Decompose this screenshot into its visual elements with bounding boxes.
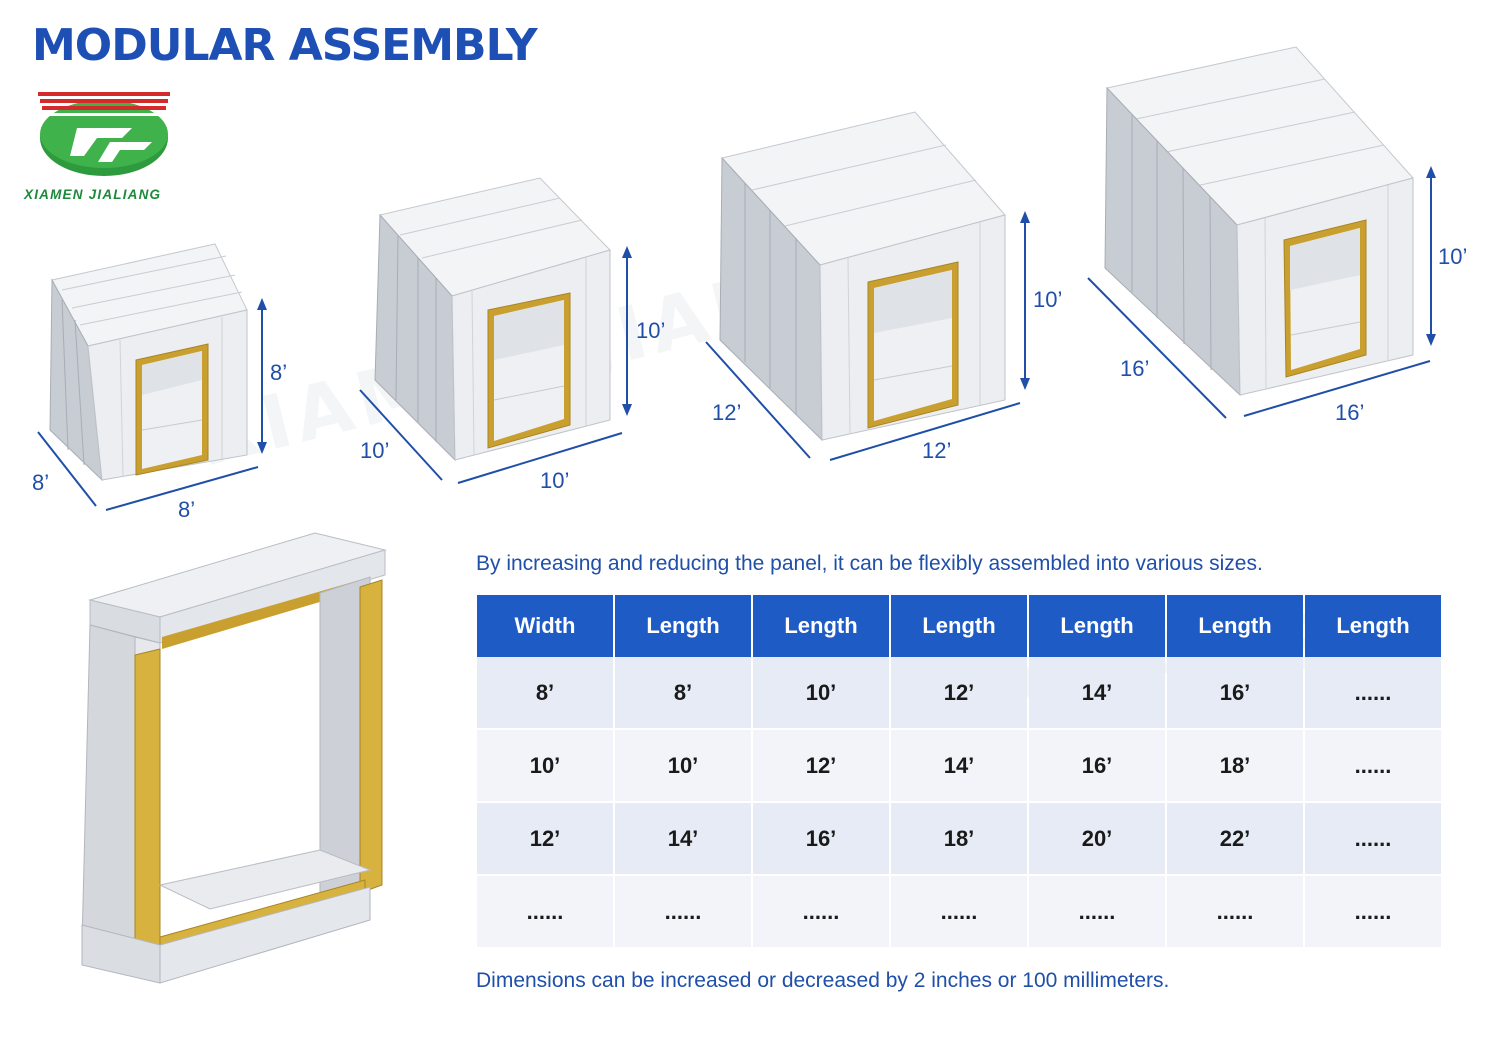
table-cell: 14’: [615, 803, 751, 876]
size-table: Width Length Length Length Length Length…: [475, 595, 1443, 949]
page-title: MODULAR ASSEMBLY: [32, 20, 538, 71]
table-cell: 10’: [615, 730, 751, 803]
table-cell: 16’: [1029, 730, 1165, 803]
col-length-header: Length: [1029, 595, 1165, 657]
table-header-row: Width Length Length Length Length Length…: [477, 595, 1441, 657]
intro-text: By increasing and reducing the panel, it…: [476, 552, 1263, 575]
room3-depth-label: 12’: [712, 400, 742, 425]
table-cell: 18’: [1167, 730, 1303, 803]
table-cell: ......: [1305, 657, 1441, 730]
table-cell: ......: [615, 876, 751, 949]
room3-height-label: 10’: [1033, 287, 1063, 312]
cold-room-16x16: [1087, 46, 1436, 419]
table-cell: 12’: [753, 730, 889, 803]
col-length-header: Length: [753, 595, 889, 657]
room1-width-label: 8’: [178, 497, 196, 522]
table-cell: ......: [753, 876, 889, 949]
table-cell: 12’: [477, 803, 613, 876]
table-cell: 14’: [1029, 657, 1165, 730]
table-row: 12’ 14’ 16’ 18’ 20’ 22’ ......: [477, 803, 1441, 876]
table-cell: 16’: [753, 803, 889, 876]
table-cell: 18’: [891, 803, 1027, 876]
table-cell: 22’: [1167, 803, 1303, 876]
room2-depth-label: 10’: [360, 438, 390, 463]
room4-width-label: 16’: [1335, 400, 1365, 425]
brand-logo: [38, 92, 170, 176]
table-cell: ......: [1305, 803, 1441, 876]
brand-name: XIAMEN JIALIANG: [24, 187, 162, 202]
room1-height-label: 8’: [270, 360, 288, 385]
dimension-note: Dimensions can be increased or decreased…: [476, 969, 1170, 992]
table-cell: 16’: [1167, 657, 1303, 730]
table-row: ...... ...... ...... ...... ...... .....…: [477, 876, 1441, 949]
table-row: 8’ 8’ 10’ 12’ 14’ 16’ ......: [477, 657, 1441, 730]
table-cell: 8’: [615, 657, 751, 730]
table-cell: 14’: [891, 730, 1027, 803]
cold-room-10x10: [359, 177, 632, 484]
room4-depth-label: 16’: [1120, 356, 1150, 381]
table-cell: ......: [1305, 730, 1441, 803]
table-cell: ......: [477, 876, 613, 949]
col-length-header: Length: [891, 595, 1027, 657]
table-cell: ......: [891, 876, 1027, 949]
table-cell: ......: [1167, 876, 1303, 949]
table-row: 10’ 10’ 12’ 14’ 16’ 18’ ......: [477, 730, 1441, 803]
table-cell: 10’: [477, 730, 613, 803]
room3-width-label: 12’: [922, 438, 952, 463]
col-width-header: Width: [477, 595, 613, 657]
door-frame-illustration: [81, 532, 387, 984]
col-length-header: Length: [1305, 595, 1441, 657]
table-cell: ......: [1029, 876, 1165, 949]
table-cell: 12’: [891, 657, 1027, 730]
room1-depth-label: 8’: [32, 470, 50, 495]
table-cell: 8’: [477, 657, 613, 730]
col-length-header: Length: [615, 595, 751, 657]
cold-room-12x12: [705, 111, 1030, 461]
table-cell: 20’: [1029, 803, 1165, 876]
table-cell: ......: [1305, 876, 1441, 949]
table-cell: 10’: [753, 657, 889, 730]
room2-width-label: 10’: [540, 468, 570, 493]
cold-room-8x8: [37, 243, 267, 511]
room4-height-label: 10’: [1438, 244, 1468, 269]
col-length-header: Length: [1167, 595, 1303, 657]
room2-height-label: 10’: [636, 318, 666, 343]
